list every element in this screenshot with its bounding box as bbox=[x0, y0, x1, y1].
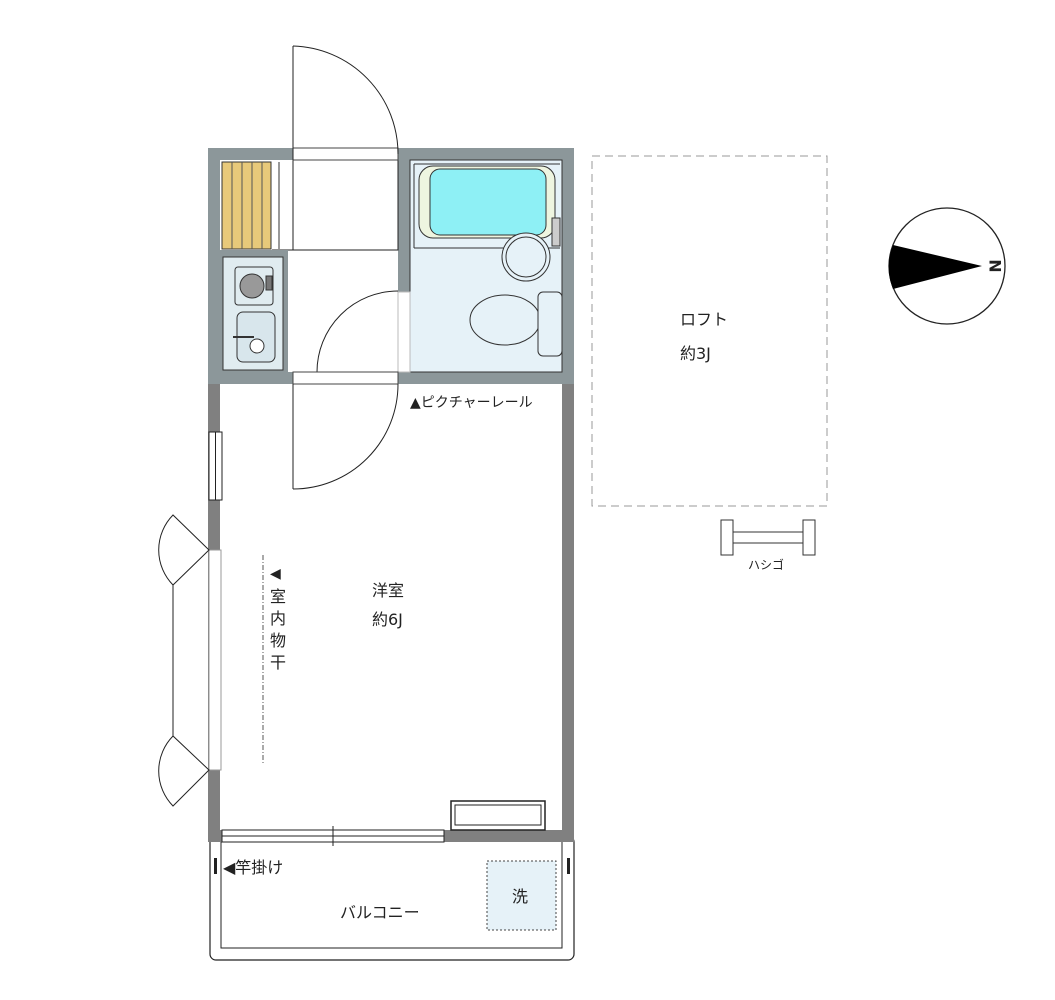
balcony-name: バルコニー bbox=[340, 903, 420, 922]
shoe-cabinet bbox=[221, 161, 280, 250]
large-window-with-shutters bbox=[158, 514, 222, 807]
north-label: N bbox=[986, 259, 1005, 272]
balcony-sliding-window[interactable] bbox=[221, 826, 445, 846]
pole-hanger-right-mark bbox=[567, 858, 570, 874]
entrance-door[interactable] bbox=[292, 45, 399, 161]
western-room-size: 約6J bbox=[372, 610, 403, 629]
western-room-name: 洋室 bbox=[372, 581, 404, 600]
western-room-floor bbox=[220, 384, 562, 830]
unit-bath bbox=[413, 163, 563, 357]
compass-icon: N bbox=[888, 207, 1006, 325]
ladder bbox=[720, 519, 816, 556]
indoor-drying-label-char: 干 bbox=[270, 653, 286, 672]
small-window bbox=[208, 431, 223, 501]
washer-label: 洗 bbox=[512, 887, 528, 906]
indoor-drying-label-char: 室 bbox=[270, 587, 286, 606]
balcony bbox=[209, 835, 575, 961]
kitchen bbox=[216, 250, 288, 384]
loft-name: ロフト bbox=[680, 310, 728, 329]
loft-size: 約3J bbox=[680, 344, 711, 363]
ladder-label: ハシゴ bbox=[748, 557, 784, 572]
indoor-drying-arrow: ◀ bbox=[270, 566, 281, 582]
room-door[interactable] bbox=[292, 371, 399, 490]
bathroom-door[interactable] bbox=[316, 290, 411, 373]
entrance-step bbox=[292, 159, 399, 251]
pole-hanger-left-mark bbox=[214, 858, 217, 874]
faucet-icon bbox=[551, 217, 561, 247]
washer-space bbox=[486, 860, 557, 931]
burner-icon bbox=[239, 273, 265, 299]
indoor-drying-label-char: 物 bbox=[270, 631, 286, 650]
toilet bbox=[469, 294, 541, 346]
picture-rail-label: ▲ピクチャーレール bbox=[410, 395, 533, 411]
air-conditioner bbox=[450, 800, 546, 831]
pole-hanger-label: ◀竿掛け bbox=[223, 858, 283, 877]
indoor-drying-label-char: 内 bbox=[270, 609, 286, 628]
loft-outline bbox=[591, 155, 828, 507]
